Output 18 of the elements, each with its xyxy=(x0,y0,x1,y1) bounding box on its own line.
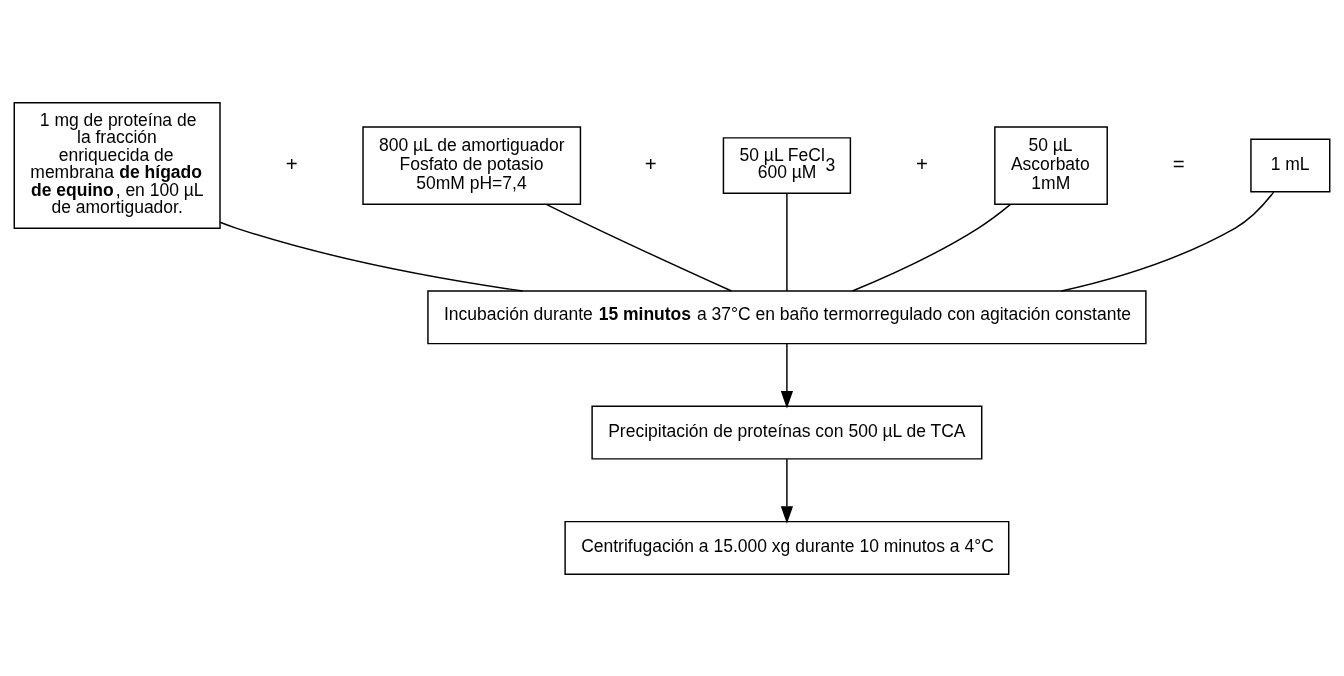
connector xyxy=(1060,190,1275,292)
node-box: Centrifugación a 15.000 xg durante 10 minutos a 4°C xyxy=(564,520,1010,575)
connector xyxy=(219,221,524,292)
label: + xyxy=(285,152,298,175)
connector xyxy=(545,203,733,292)
label: + xyxy=(644,152,657,175)
node-box: 50 µL Ascorbato 1mM xyxy=(994,125,1108,205)
node-box: Incubación durante 15 minutos a 37°C en baño termorregulado con agitación constante xyxy=(427,289,1147,344)
arrow xyxy=(780,342,794,408)
node-box: 1 mg de proteína de la fracción enriquecida de membrana de hígado de equino, en 100 µL de amortiguador. xyxy=(13,101,221,229)
node-box: 1 mL xyxy=(1250,138,1331,193)
node-box: Precipitación de proteínas con 500 µL de TCA xyxy=(591,405,983,460)
label: = xyxy=(1172,152,1185,175)
node-box: 800 µL de amortiguador Fosfato de potasio 50mM pH=7,4 xyxy=(362,125,582,205)
arrow xyxy=(780,457,794,524)
connector xyxy=(786,192,788,292)
label: + xyxy=(916,152,928,175)
connector xyxy=(851,203,1012,292)
